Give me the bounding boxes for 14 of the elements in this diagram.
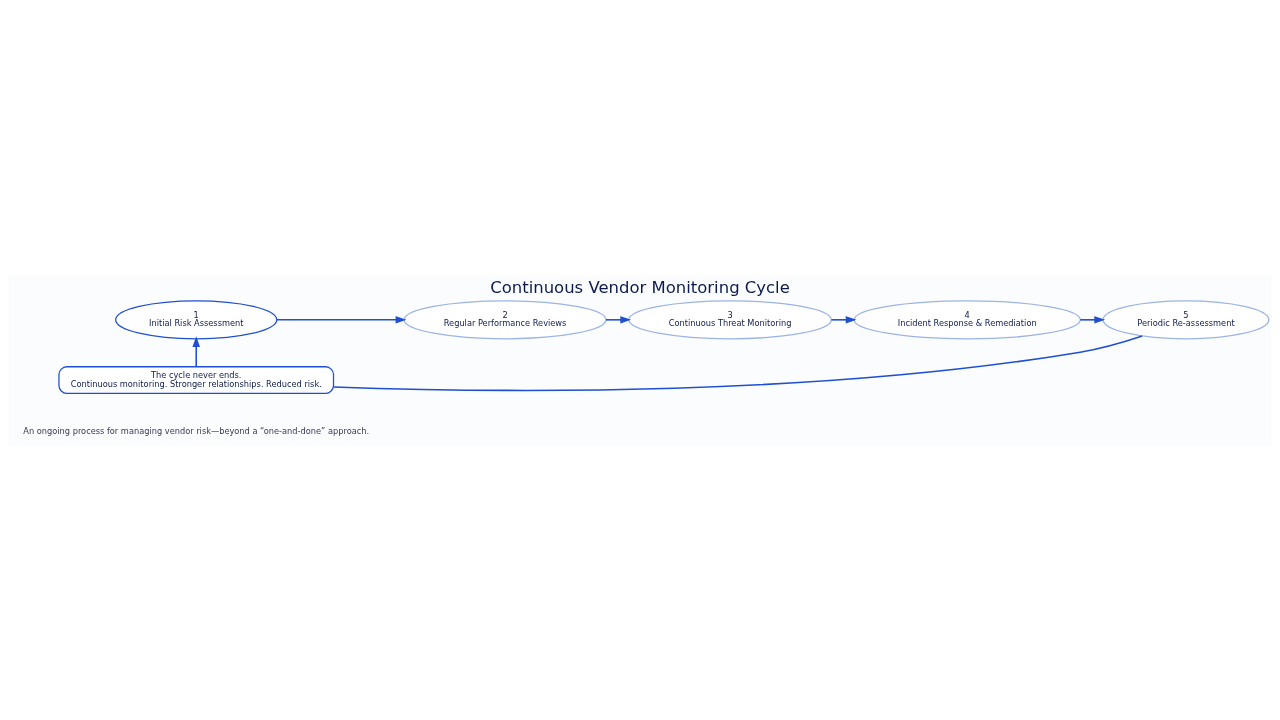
node-ellipse: 4 Incident Response & Remediation xyxy=(853,299,1081,339)
arrow xyxy=(276,315,407,324)
label: An ongoing process for managing vendor risk—beyond a “one-and-done” approach. xyxy=(23,425,370,436)
node-box: The cycle never ends. Continuous monitoring. Stronger relationships. Reduced risk. xyxy=(58,365,335,394)
node-ellipse: 1 Initial Risk Assessment xyxy=(115,299,278,339)
arrow xyxy=(192,335,200,367)
arrow xyxy=(605,315,632,324)
connector xyxy=(332,334,1144,391)
node-ellipse: 2 Regular Performance Reviews xyxy=(403,299,607,339)
diagram-title: Continuous Vendor Monitoring Cycle xyxy=(490,277,790,297)
node-ellipse: 5 Periodic Re-assessment xyxy=(1102,299,1270,339)
arrow xyxy=(830,315,857,324)
arrow xyxy=(1079,315,1106,324)
node-ellipse: 3 Continuous Threat Monitoring xyxy=(628,299,832,339)
